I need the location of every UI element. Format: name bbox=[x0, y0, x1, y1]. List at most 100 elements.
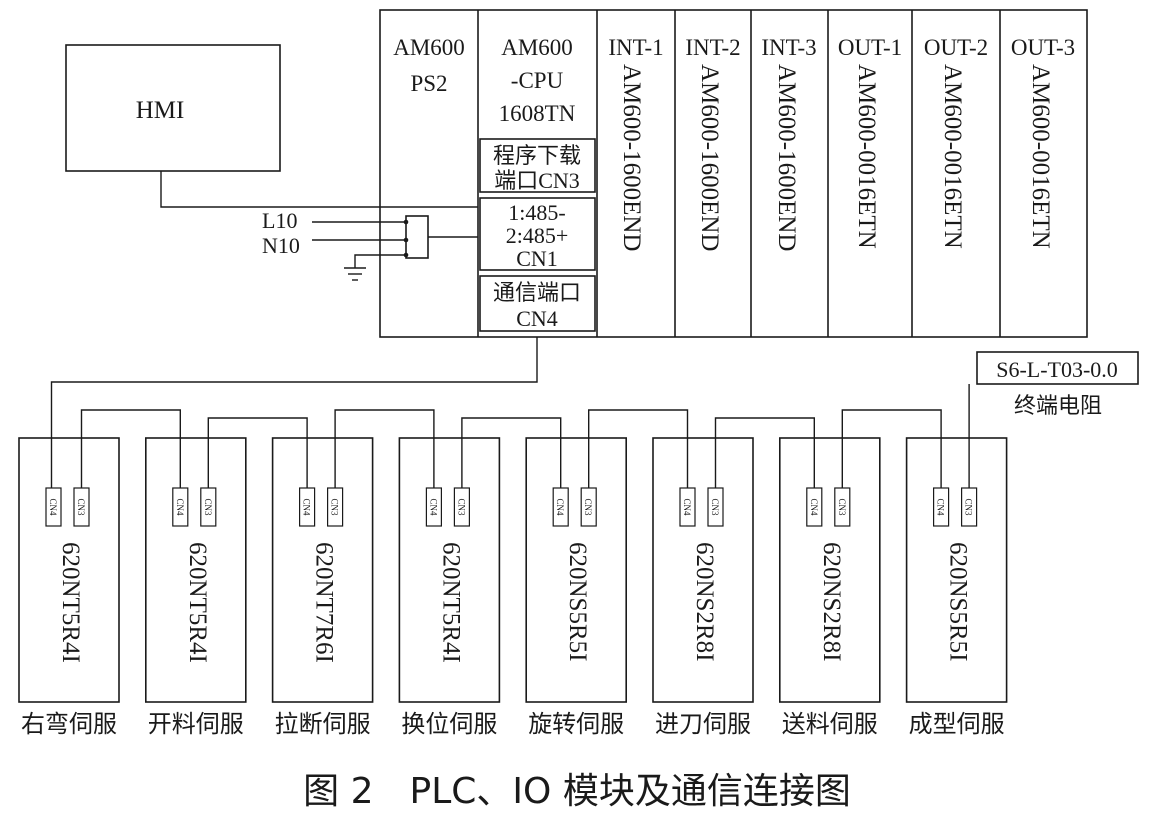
servo-drive: CN4 CN3 620NT5R4I 换位伺服 bbox=[398, 437, 501, 738]
l10-label: L10 bbox=[262, 208, 297, 233]
io-module-header: OUT-1 bbox=[838, 35, 902, 60]
cn1-line3: CN1 bbox=[516, 246, 558, 271]
ps-model-line2: PS2 bbox=[410, 71, 447, 96]
servo-port bbox=[45, 487, 62, 527]
servo-drive-name: 换位伺服 bbox=[401, 711, 497, 738]
servo-port-label: CN4 bbox=[555, 498, 565, 516]
figure-caption: 图 2 PLC、IO 模块及通信连接图 bbox=[303, 771, 851, 812]
io-module-model: AM600-0016ETN bbox=[939, 64, 966, 249]
servo-drive-name: 拉断伺服 bbox=[275, 711, 371, 738]
cn4-bus-wire bbox=[50, 337, 538, 488]
io-module-int-1: INT-1 AM600-1600END bbox=[608, 35, 663, 252]
io-module-header: OUT-3 bbox=[1011, 35, 1075, 60]
io-module-header: OUT-2 bbox=[924, 35, 988, 60]
servo-port-label: CN4 bbox=[809, 498, 819, 516]
servo-drive-model: 620NS2R8I bbox=[691, 542, 718, 661]
servo-port-label: CN3 bbox=[583, 498, 593, 516]
servo-drive-name: 旋转伺服 bbox=[528, 711, 624, 738]
servo-port-label: CN3 bbox=[330, 498, 340, 516]
ps-model-line1: AM600 bbox=[393, 35, 465, 60]
io-module-out-3: OUT-3 AM600-0016ETN bbox=[1011, 35, 1075, 249]
servo-link-wire bbox=[714, 417, 815, 488]
power-terminal: L10 N10 bbox=[262, 208, 478, 281]
servo-drive-name: 开料伺服 bbox=[148, 711, 244, 738]
io-module-model: AM600-0016ETN bbox=[853, 64, 880, 249]
servo-drive-name: 送料伺服 bbox=[782, 711, 878, 738]
servo-port-label: CN3 bbox=[203, 498, 213, 516]
servo-port-label: CN4 bbox=[175, 498, 185, 516]
servo-link-wire bbox=[207, 417, 308, 488]
io-module-int-3: INT-3 AM600-1600END bbox=[761, 35, 816, 252]
servo-drive-model: 620NT5R4I bbox=[437, 542, 464, 663]
cn1-line1: 1:485- bbox=[508, 200, 565, 225]
communication-chain bbox=[50, 337, 970, 488]
servo-drive-model: 620NT5R4I bbox=[184, 542, 211, 663]
hmi-unit: HMI bbox=[65, 44, 281, 172]
servo-drive-box bbox=[778, 437, 881, 703]
cn3-line2: 端口CN3 bbox=[494, 168, 580, 193]
hmi-label: HMI bbox=[136, 97, 185, 124]
cn1-line2: 2:485+ bbox=[506, 223, 569, 248]
servo-port-label: CN3 bbox=[456, 498, 466, 516]
io-module-model: AM600-1600END bbox=[618, 64, 645, 252]
n10-label: N10 bbox=[262, 233, 300, 258]
ground-icon bbox=[344, 267, 366, 281]
cn4-port-box bbox=[479, 275, 596, 332]
terminator-box bbox=[976, 351, 1139, 385]
servo-drive-box bbox=[271, 437, 374, 703]
io-module-model: AM600-1600END bbox=[696, 64, 723, 252]
cpu-model-line1: AM600 bbox=[501, 35, 573, 60]
cn3-port-box bbox=[479, 138, 596, 193]
cn4-line2: CN4 bbox=[516, 306, 558, 331]
servo-link-wire bbox=[588, 409, 689, 488]
servo-drive-model: 620NS5R5I bbox=[945, 542, 972, 661]
servo-drive-box bbox=[905, 437, 1008, 703]
terminal-dot bbox=[403, 252, 409, 258]
servo-drive-name: 成型伺服 bbox=[909, 711, 1005, 738]
io-module-model: AM600-0016ETN bbox=[1027, 64, 1054, 249]
io-module-out-1: OUT-1 AM600-0016ETN bbox=[838, 35, 902, 249]
servo-link-wire bbox=[334, 409, 435, 488]
servo-port-label: CN4 bbox=[48, 498, 58, 516]
servo-drive-model: 620NT5R4I bbox=[57, 542, 84, 663]
servo-link-wire bbox=[80, 409, 181, 488]
servo-port-label: CN4 bbox=[428, 498, 438, 516]
servo-port-label: CN3 bbox=[964, 498, 974, 516]
servo-port-label: CN4 bbox=[302, 498, 312, 516]
cn4-line1: 通信端口 bbox=[493, 280, 581, 305]
hmi-cpu-wire bbox=[160, 171, 478, 208]
servo-drive-name: 进刀伺服 bbox=[655, 711, 751, 738]
terminator-model: S6-L-T03-0.0 bbox=[996, 357, 1118, 382]
cpu-model-line2: -CPU bbox=[511, 68, 564, 93]
servo-drive: CN4 CN3 620NS5R5I 成型伺服 bbox=[905, 437, 1008, 738]
servo-port-label: CN3 bbox=[837, 498, 847, 516]
io-module-header: INT-2 bbox=[685, 35, 740, 60]
servo-drive-model: 620NS5R5I bbox=[564, 542, 591, 661]
io-module-model: AM600-1600END bbox=[773, 64, 800, 252]
servo-drive: CN4 CN3 620NS5R5I 旋转伺服 bbox=[525, 437, 628, 738]
servo-drive-box bbox=[525, 437, 628, 703]
ground-wire bbox=[354, 254, 408, 268]
terminator-label: 终端电阻 bbox=[1014, 393, 1102, 418]
servo-drive: CN4 CN3 620NT5R4I 开料伺服 bbox=[145, 437, 247, 738]
servo-port-label: CN4 bbox=[936, 498, 946, 516]
terminator-resistor: S6-L-T03-0.0 终端电阻 bbox=[976, 351, 1139, 418]
terminal-dot bbox=[403, 219, 409, 225]
servo-drive-box bbox=[652, 437, 754, 703]
servo-link-wire bbox=[841, 409, 942, 488]
terminal-block bbox=[405, 215, 429, 259]
plc-rack: AM600 PS2 AM600 -CPU 1608TN 程序下载 端口CN3 1… bbox=[379, 9, 1088, 338]
cn3-line1: 程序下载 bbox=[493, 143, 581, 168]
io-module-header: INT-1 bbox=[608, 35, 663, 60]
servo-drive-box bbox=[398, 437, 501, 703]
servo-link-wire bbox=[461, 417, 562, 488]
rack-outline bbox=[379, 9, 1088, 338]
io-module-header: INT-3 bbox=[761, 35, 816, 60]
terminal-dot bbox=[403, 237, 409, 243]
